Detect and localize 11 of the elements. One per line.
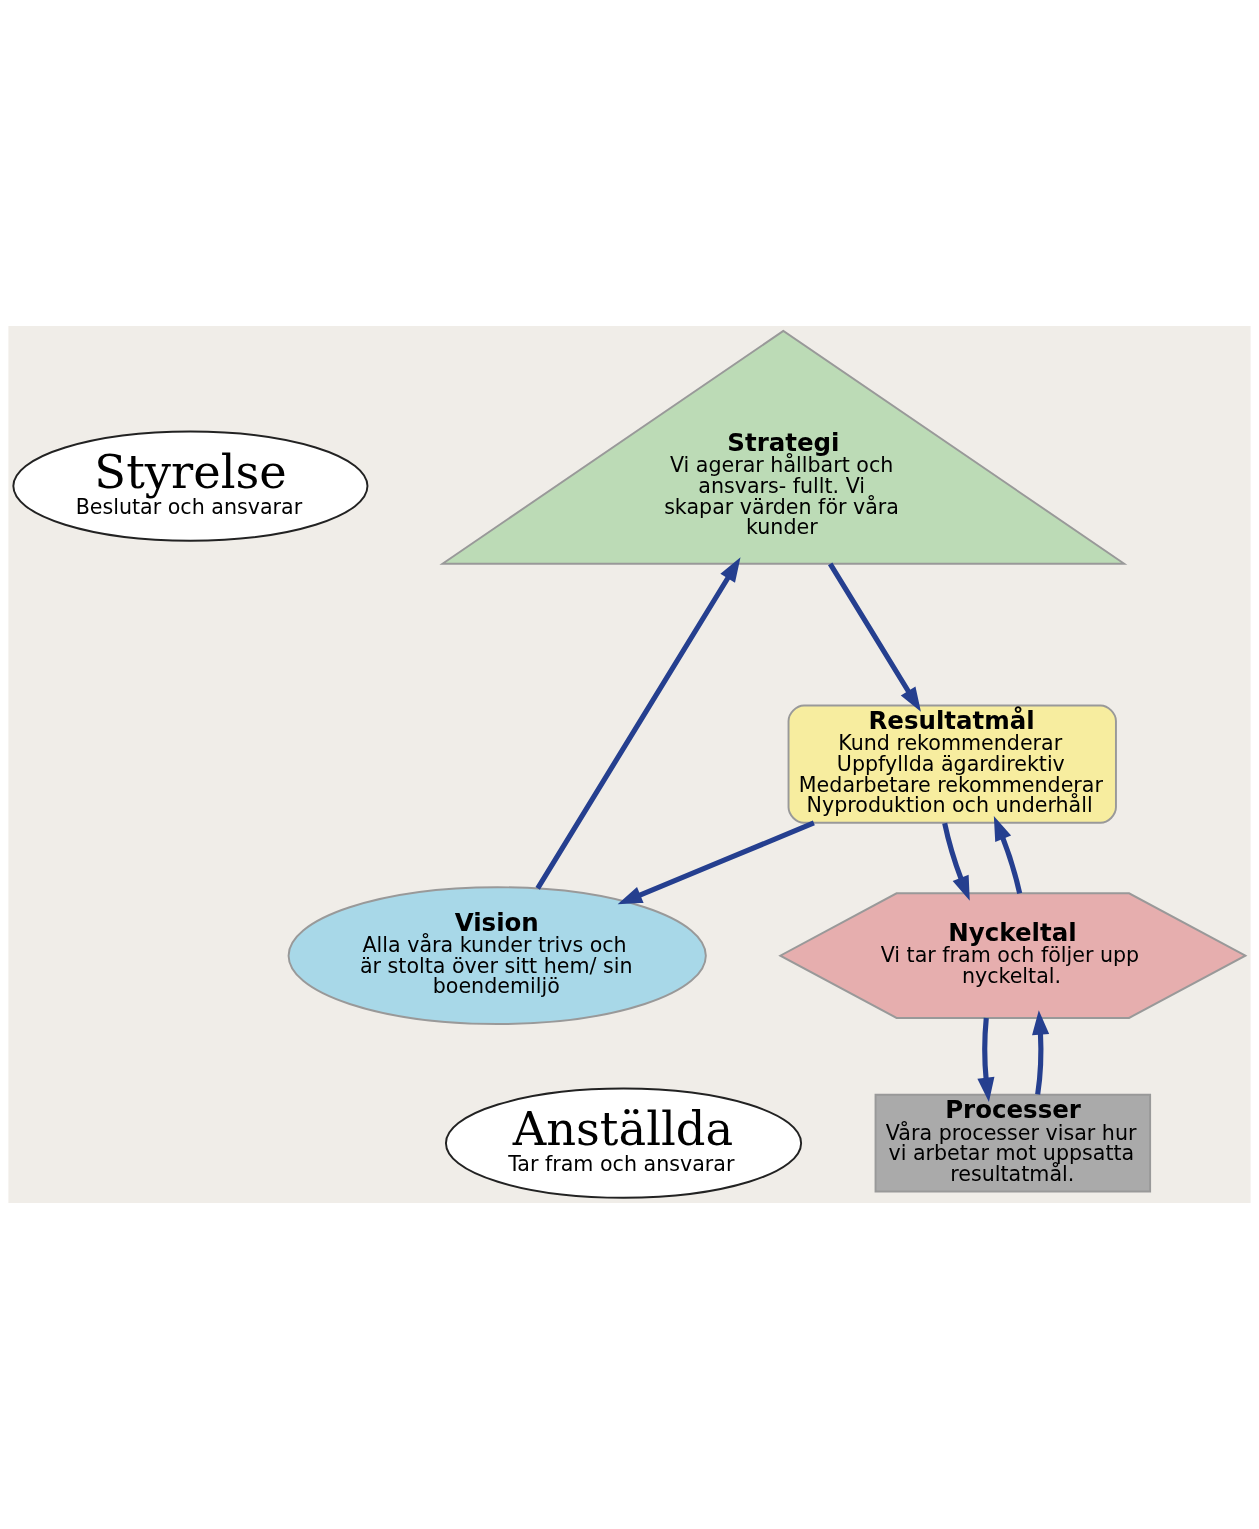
- node-box: Resultatmål Kund rekommenderar Uppfyllda ägardirektiv Medarbetare rekommenderar Nyproduktion och underhåll: [787, 704, 1117, 824]
- node-ellipse: Anställda Tar fram och ansvarar: [444, 1087, 803, 1199]
- arrow: [993, 815, 1023, 894]
- node-ellipse: Styrelse Beslutar och ansvarar: [12, 430, 369, 542]
- arrow: [617, 820, 815, 905]
- arrow: [828, 562, 921, 712]
- arrow: [535, 557, 741, 890]
- arrow: [977, 1017, 995, 1103]
- node-box: Processer Våra processer visar hur vi arbetar mot uppsatta resultatmål.: [874, 1093, 1152, 1193]
- arrow: [1032, 1010, 1050, 1095]
- arrow: [942, 822, 970, 901]
